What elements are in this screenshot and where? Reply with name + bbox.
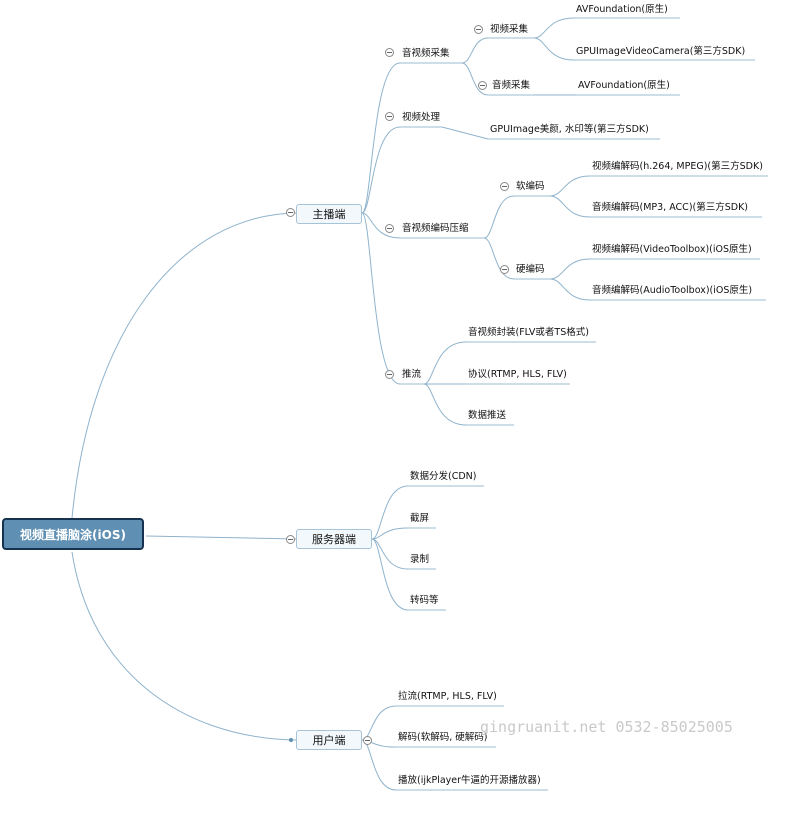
push-item[interactable]: 协议(RTMP, HLS, FLV) [468,369,567,380]
collapse-encoding-icon[interactable] [385,224,394,233]
audio-capture-label[interactable]: 音频采集 [492,80,531,91]
push-label[interactable]: 推流 [402,369,422,380]
hard-encoding-label[interactable]: 硬编码 [516,264,545,275]
collapse-video-capture-icon[interactable] [474,25,483,34]
collapse-soft-encoding-icon[interactable] [500,182,509,191]
hard-encoding-item[interactable]: 视频编解码(VideoToolbox)(iOS原生) [592,244,752,255]
collapse-anchor-icon[interactable] [286,208,295,217]
user-item[interactable]: 拉流(RTMP, HLS, FLV) [398,691,497,702]
soft-encoding-label[interactable]: 软编码 [516,181,545,192]
push-item[interactable]: 音视频封装(FLV或者TS格式) [468,327,589,338]
user-item[interactable]: 解码(软解码, 硬解码) [398,732,488,743]
collapse-processing-icon[interactable] [385,112,394,121]
collapse-user-icon[interactable] [363,736,372,745]
video-capture-item[interactable]: AVFoundation(原生) [576,4,668,15]
collapse-push-icon[interactable] [385,370,394,379]
server-item[interactable]: 转码等 [410,595,439,606]
processing-item[interactable]: GPUImage美颜, 水印等(第三方SDK) [490,124,649,135]
encoding-label[interactable]: 音视频编码压缩 [402,223,469,234]
watermark-text: gingruanit.net 0532-85025005 [480,718,733,736]
user-node[interactable]: 用户端 [296,730,362,750]
anchor-node[interactable]: 主播端 [296,204,362,224]
server-item[interactable]: 数据分发(CDN) [410,471,477,482]
audio-capture-item[interactable]: AVFoundation(原生) [578,80,670,91]
server-node[interactable]: 服务器端 [296,529,372,549]
collapse-server-icon[interactable] [286,535,295,544]
collapse-hard-encoding-icon[interactable] [500,265,509,274]
user-item[interactable]: 播放(ijkPlayer牛逼的开源播放器) [398,775,541,786]
collapse-audio-capture-icon[interactable] [478,81,487,90]
video-capture-item[interactable]: GPUImageVideoCamera(第三方SDK) [576,46,746,57]
collapse-capture-icon[interactable] [385,48,394,57]
soft-encoding-item[interactable]: 视频编解码(h.264, MPEG)(第三方SDK) [592,161,763,172]
hard-encoding-item[interactable]: 音频编解码(AudioToolbox)(iOS原生) [592,285,753,296]
server-item[interactable]: 截屏 [410,513,430,524]
push-item[interactable]: 数据推送 [468,410,507,421]
processing-label[interactable]: 视频处理 [402,112,441,123]
root-node[interactable]: 视频直播脑涂(iOS) [2,518,144,550]
capture-label[interactable]: 音视频采集 [402,48,450,59]
soft-encoding-item[interactable]: 音频编解码(MP3, ACC)(第三方SDK) [592,202,749,213]
server-item[interactable]: 录制 [410,554,430,565]
video-capture-label[interactable]: 视频采集 [490,24,529,35]
